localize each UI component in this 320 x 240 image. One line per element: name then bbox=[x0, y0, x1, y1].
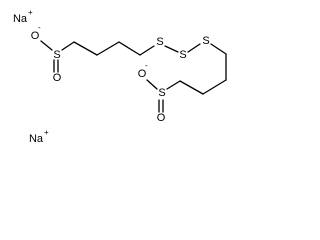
oxygen-atom-2: O bbox=[157, 112, 166, 124]
sulfur-atom-4: S bbox=[202, 35, 209, 47]
bond-s2-s3 bbox=[164, 45, 179, 53]
sodium-ion-2: Na + bbox=[29, 128, 49, 145]
sodium-charge: + bbox=[28, 8, 33, 17]
bond-c4-s2 bbox=[139, 45, 155, 56]
oxygen-symbol: O bbox=[138, 68, 147, 80]
oxygen-atom-1: O bbox=[53, 72, 62, 84]
bond-c3-c4 bbox=[118, 41, 141, 56]
oxygen-anion-2: O - bbox=[138, 61, 148, 80]
bond-c1-c2 bbox=[73, 41, 98, 56]
structure-diagram: Na + O - S O S S S O - S O Na + bbox=[13, 8, 227, 145]
bond-s5-o3 bbox=[146, 79, 158, 90]
bond-s1-c1 bbox=[61, 41, 75, 51]
sulfur-atom-2: S bbox=[156, 36, 163, 48]
bond-c2-c3 bbox=[96, 41, 120, 56]
sodium-charge: + bbox=[44, 128, 49, 137]
bond-s4-c5 bbox=[210, 43, 227, 55]
sodium-symbol: Na bbox=[13, 13, 28, 25]
bond-c7-c8 bbox=[179, 80, 204, 95]
sulfur-atom-1: S bbox=[53, 49, 60, 61]
oxygen-charge: - bbox=[145, 61, 148, 70]
sodium-symbol: Na bbox=[29, 133, 44, 145]
sulfur-atom-5: S bbox=[158, 87, 165, 99]
oxygen-anion-1: O - bbox=[31, 23, 41, 42]
bond-layer bbox=[40, 40, 227, 113]
bond-o1-s1 bbox=[40, 40, 53, 51]
bond-c8-s5 bbox=[166, 80, 181, 90]
oxygen-charge: - bbox=[38, 23, 41, 32]
atom-layer: Na + O - S O S S S O - S O Na + bbox=[13, 8, 210, 145]
oxygen-symbol: O bbox=[31, 30, 40, 42]
bond-s3-s4 bbox=[187, 43, 201, 53]
bond-c6-c7 bbox=[202, 79, 227, 95]
sodium-ion-1: Na + bbox=[13, 8, 33, 25]
sulfur-atom-3: S bbox=[179, 49, 186, 61]
